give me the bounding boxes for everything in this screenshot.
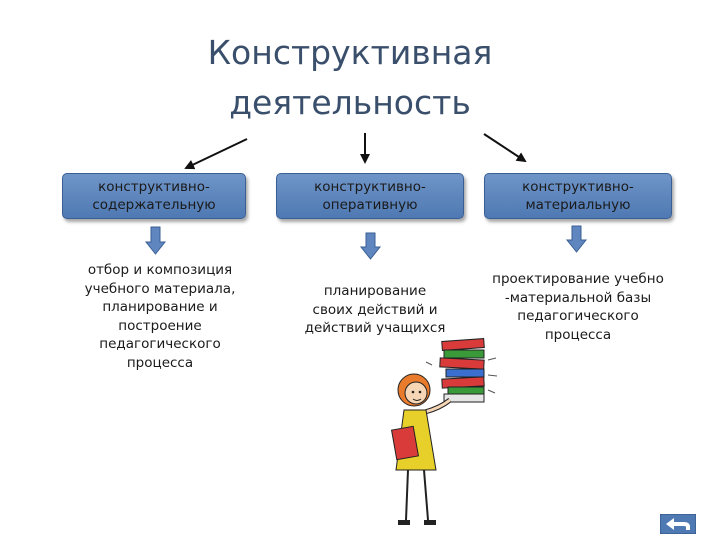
face: [404, 381, 428, 405]
desc-content-line: построение: [118, 317, 202, 334]
branch-box-operative-line-2: оперативную: [322, 197, 418, 213]
desc-content-line: планирование и: [102, 299, 218, 315]
book-stack-icon: [439, 338, 485, 403]
desc-content-line: учебного материала,: [84, 280, 236, 297]
down-arrow-right: [565, 225, 588, 253]
branch-box-content-line-2: содержательную: [92, 197, 216, 213]
return-arrow-icon[interactable]: [660, 514, 696, 534]
branch-box-content-line-1: конструктивно-: [98, 179, 210, 195]
title-line-2: деятельность: [229, 83, 471, 122]
branch-box-material-line-2: материальную: [525, 197, 631, 213]
desc-material-line: проектирование учебно: [492, 271, 664, 287]
desc-material-line: -материальной базы: [504, 289, 652, 306]
desc-operative-line: своих действий и: [312, 301, 438, 318]
arrow-to-right-branch: [483, 133, 527, 163]
branch-desc-material: проектирование учебно -материальной базы…: [478, 270, 678, 344]
desc-content-line: педагогического: [99, 336, 221, 352]
branch-box-content: конструктивно- содержательную: [62, 173, 246, 219]
desc-content-line: процесса: [126, 354, 194, 371]
branch-box-material: конструктивно- материальную: [484, 173, 672, 219]
branch-desc-content: отбор и композиция учебного материала, п…: [60, 261, 260, 372]
branch-desc-operative: планирование своих действий и действий у…: [290, 282, 460, 338]
branch-box-material-line-1: конструктивно-: [522, 179, 634, 195]
desc-content-line: отбор и композиция: [87, 262, 233, 278]
title-line-1: Конструктивная: [207, 33, 493, 72]
diagram-title: Конструктивная деятельность: [150, 28, 550, 128]
desc-material-line: процесса: [544, 326, 612, 343]
arrow-to-left-branch: [184, 138, 248, 170]
motion-lines: [425, 357, 498, 394]
teacher-with-books-illustration: [390, 338, 498, 525]
branch-box-operative: конструктивно- оперативную: [276, 173, 464, 219]
down-arrow-center: [359, 232, 382, 260]
branch-box-operative-line-1: конструктивно-: [314, 179, 426, 195]
down-arrow-left: [144, 226, 167, 255]
desc-operative-line: планирование: [323, 283, 427, 299]
held-book-icon: [390, 425, 420, 461]
desc-operative-line: действий учащихся: [304, 320, 446, 336]
desc-material-line: педагогического: [517, 308, 639, 324]
